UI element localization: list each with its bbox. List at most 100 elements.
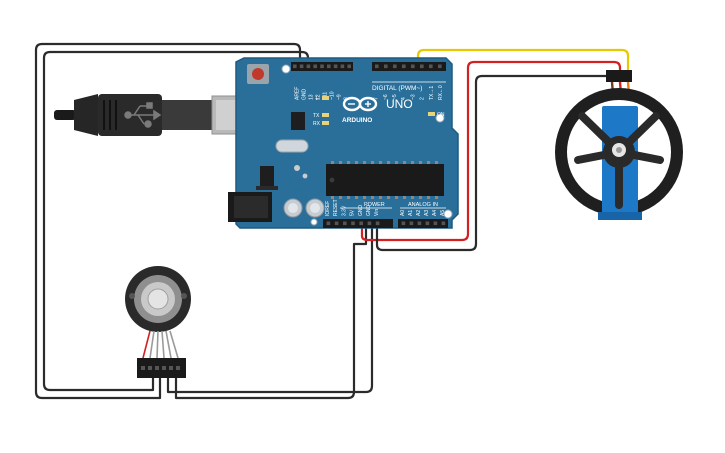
pin-label: ~9 [337,94,343,100]
on-led-label: ON [437,112,445,118]
pin-hole[interactable] [438,64,442,69]
chip-pin [371,196,374,199]
analog-pin-label: A4 [432,210,438,216]
pin-hole[interactable] [441,221,446,226]
wire-black-gnd[interactable] [166,224,374,394]
chip-pin [379,161,382,164]
pin-hole[interactable] [340,64,345,69]
pin-hole[interactable] [433,221,438,226]
power-pin-label: IOREF [325,201,331,216]
rotary-encoder-icon[interactable] [125,266,191,378]
chip-pin [347,196,350,199]
wire-black-outer[interactable] [34,42,302,400]
pin-hole[interactable] [293,64,297,69]
pin-hole[interactable] [417,221,422,226]
wire-black-5v[interactable] [174,224,368,400]
pin-hole[interactable] [401,221,406,226]
chip-pin [435,161,438,164]
pin-label: 2 [420,97,426,100]
model-label: UNO [386,97,413,111]
l-led [322,96,329,100]
l-led-label: L [316,96,319,102]
pin-hole[interactable] [384,64,388,69]
wires [34,42,630,400]
pin-label: ~10 [330,91,336,100]
pin-hole[interactable] [425,221,430,226]
pin-hole[interactable] [306,64,311,69]
power-label: POWER [364,202,385,208]
power-pin-label: Vin [374,209,380,216]
pin-hole[interactable] [393,64,397,69]
servo-connector[interactable] [606,70,632,82]
chip-pin [355,196,358,199]
pin-label: ~11 [323,92,329,100]
pin-hole[interactable] [313,64,317,69]
analog-pin-label: A2 [416,210,422,216]
analog-pin-label: A3 [424,210,430,216]
pin-hole[interactable] [343,221,347,226]
pin-hole[interactable] [409,221,414,226]
pin-hole[interactable] [347,64,351,69]
pin-label: 13 [309,94,315,100]
encoder-connector[interactable] [137,358,186,378]
pin-label: ~3 [410,94,416,100]
chip-pin [395,161,398,164]
reset-button[interactable] [247,64,269,84]
atmega-chip-icon [326,161,444,199]
pin-label: 7 [374,97,380,100]
pin-hole[interactable] [299,64,304,69]
tx-led [322,113,329,117]
chip-pin [387,196,390,199]
usb-chip [291,112,305,130]
pin-hole[interactable] [375,221,380,226]
pin-hole[interactable] [367,221,372,226]
chip-pin [387,161,390,164]
wire-red-power[interactable] [360,60,622,242]
power-pin-label: 5V [350,209,356,216]
chip-pin [427,196,430,199]
pin-hole[interactable] [320,64,324,69]
digital-header[interactable] [291,62,446,71]
analog-pin-label: A1 [408,210,414,216]
pin-hole[interactable] [402,64,406,69]
chip-pin [347,161,350,164]
pin-hole[interactable] [375,64,379,69]
chip-pin [427,161,430,164]
wire-black-inner[interactable] [42,50,310,392]
power-jack-icon[interactable] [228,192,272,222]
power-header[interactable] [323,219,393,228]
chip-pin [363,161,366,164]
pin-label: ~6 [383,94,389,100]
pin-hole[interactable] [327,64,331,69]
tx-led-label: TX [313,113,320,119]
pin-hole[interactable] [351,221,355,226]
pin-label: 12 [316,94,322,100]
analog-header[interactable] [398,219,448,228]
chip-pin [403,161,406,164]
servo-motor-icon[interactable] [555,70,683,220]
rx-led-label: RX [313,121,321,127]
pin-hole[interactable] [411,64,415,69]
chip-pin [411,196,414,199]
pin-hole[interactable] [326,221,331,226]
pin-hole[interactable] [359,221,363,226]
wire-yellow-signal[interactable] [416,48,630,72]
chip-pin [371,161,374,164]
chip-pin [355,161,358,164]
pin-label: RX←0 [438,85,444,100]
pin-hole[interactable] [333,64,338,69]
chip-pin [331,161,334,164]
chip-pin [403,196,406,199]
crystal-icon [275,139,309,153]
chip-pin [331,196,334,199]
power-pin-label: 3.3V [341,205,347,216]
pin-hole[interactable] [334,221,339,226]
pin-hole[interactable] [429,64,433,69]
chip-pin [363,196,366,199]
pin-hole[interactable] [420,64,424,69]
power-pin-label: GND [366,205,372,217]
chip-pin [411,161,414,164]
pin-label: ~5 [392,94,398,100]
